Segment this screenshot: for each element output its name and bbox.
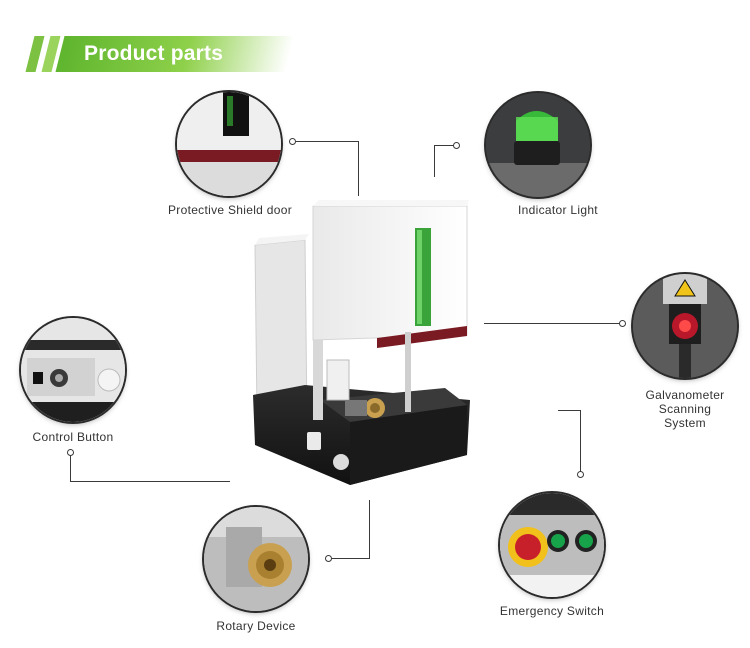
shield-door-label: Protective Shield door bbox=[168, 203, 292, 217]
connector-dot bbox=[577, 471, 584, 478]
connector-line bbox=[358, 141, 359, 196]
connector-line bbox=[70, 481, 230, 482]
emergency-switch-photo bbox=[500, 493, 604, 597]
galvanometer-photo bbox=[633, 274, 737, 378]
laser-machine-image bbox=[245, 200, 475, 490]
control-button-label: Control Button bbox=[32, 430, 114, 444]
galvanometer-label-line3: System bbox=[664, 416, 706, 430]
connector-dot bbox=[453, 142, 460, 149]
connector-line bbox=[558, 410, 580, 411]
connector-line bbox=[484, 323, 620, 324]
emergency-switch-label: Emergency Switch bbox=[499, 604, 605, 618]
connector-line bbox=[331, 558, 369, 559]
connector-line bbox=[296, 141, 359, 142]
control-button-photo bbox=[21, 318, 125, 422]
connector-dot bbox=[289, 138, 296, 145]
indicator-light-photo bbox=[486, 93, 590, 197]
connector-line bbox=[434, 145, 454, 146]
section-banner: Product parts bbox=[25, 36, 295, 72]
page-title: Product parts bbox=[84, 42, 224, 65]
rotary-device-photo bbox=[204, 507, 308, 611]
connector-line bbox=[369, 500, 370, 559]
connector-line bbox=[580, 410, 581, 472]
galvanometer-label-line2: Scanning bbox=[658, 402, 712, 416]
connector-line bbox=[70, 455, 71, 481]
indicator-light-label: Indicator Light bbox=[518, 203, 598, 217]
shield-door-photo bbox=[177, 92, 281, 196]
connector-line bbox=[434, 145, 435, 177]
rotary-device-label: Rotary Device bbox=[216, 619, 296, 633]
connector-dot bbox=[619, 320, 626, 327]
galvanometer-label-line1: Galvanometer bbox=[645, 388, 725, 402]
